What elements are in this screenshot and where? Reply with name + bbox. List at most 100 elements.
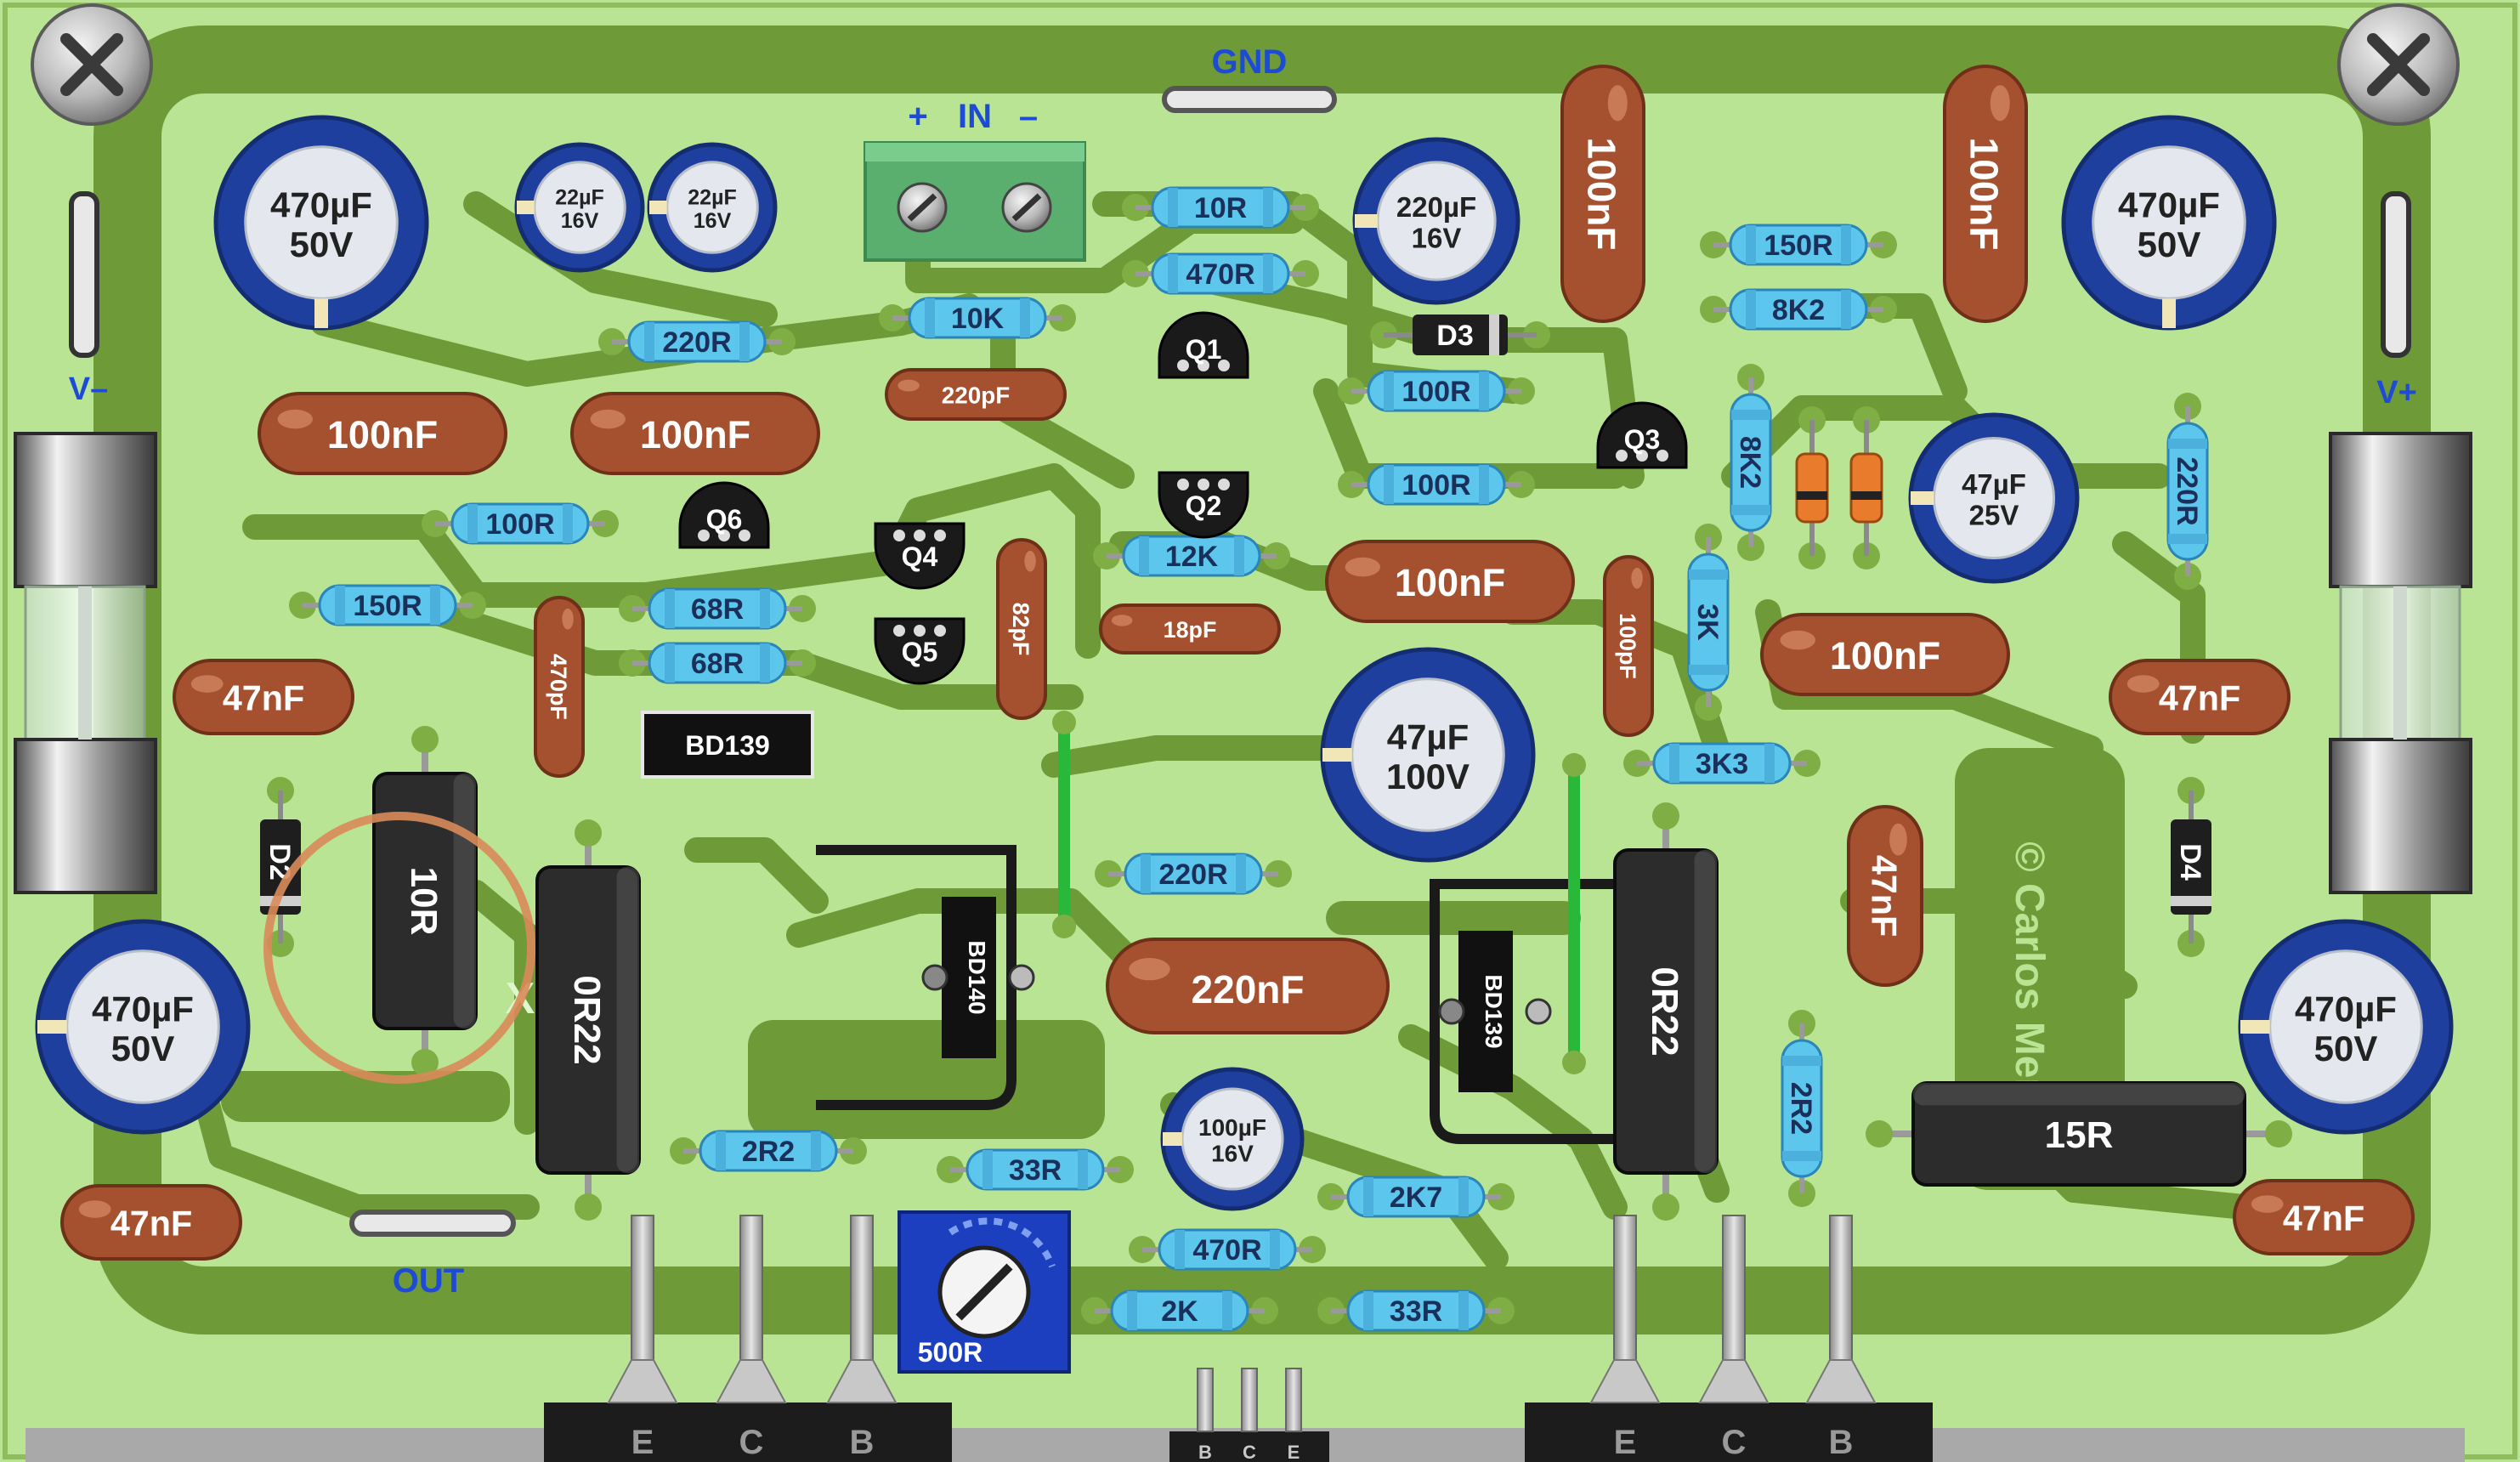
resistor-label: 100R	[1402, 376, 1470, 408]
diode: D4	[2171, 777, 2211, 957]
jumper-wire	[1052, 711, 1076, 938]
capacitor-voltage: 16V	[561, 209, 599, 233]
ceramic-capacitor: 47nF	[2233, 1179, 2415, 1255]
resistor-label: 100R	[485, 508, 554, 541]
resistor-label: 3K	[1691, 604, 1724, 641]
resistor-label: 470R	[1186, 258, 1254, 291]
power-resistor-label: 0R22	[566, 975, 608, 1064]
vplus-pad: V+	[2376, 191, 2417, 411]
ceramic-capacitor: 100nF	[1325, 540, 1575, 623]
transistor-label: Q4	[902, 541, 938, 572]
resistor-label: 10R	[1194, 192, 1247, 224]
diode: D3	[1370, 314, 1550, 355]
resistor: 12K	[1093, 535, 1290, 577]
capacitor-value: 470µF	[92, 989, 194, 1029]
pin-label: E	[1614, 1424, 1637, 1461]
pin-label: E	[1288, 1442, 1300, 1462]
capacitor-label: 47nF	[110, 1204, 192, 1243]
ceramic-capacitor: 470pF	[534, 596, 585, 778]
zener-diode	[1849, 406, 1883, 570]
resistor-label: 33R	[1390, 1295, 1442, 1328]
resistor: 2K	[1081, 1289, 1278, 1332]
diode-label: D3	[1436, 320, 1473, 352]
ceramic-capacitor: 100pF	[1603, 555, 1654, 737]
fuse-right	[2329, 432, 2472, 894]
resistor-label: 2R2	[742, 1136, 795, 1168]
zener-diode	[1795, 406, 1829, 570]
transistor: Q5	[874, 617, 966, 685]
power-resistor: 0R22	[1613, 802, 1719, 1221]
resistor: 10K	[879, 297, 1076, 339]
gnd-label: GND	[1212, 43, 1288, 81]
transistor: Q3	[1596, 401, 1688, 469]
capacitor-value: 470µF	[270, 185, 372, 225]
capacitor-label: 47nF	[2159, 678, 2240, 717]
ceramic-capacitor: 47nF	[173, 659, 354, 735]
resistor: 220R	[1095, 853, 1292, 895]
resistor-label: 2K7	[1390, 1182, 1442, 1214]
input-terminal-block[interactable]: + IN –	[864, 98, 1086, 262]
resistor: 3K3	[1623, 742, 1821, 785]
coil-ring	[263, 812, 535, 1084]
pin-label: E	[631, 1424, 654, 1461]
mounting-screw	[2337, 3, 2460, 126]
mounting-screw	[31, 3, 153, 126]
capacitor-voltage: 16V	[694, 209, 732, 233]
resistor-label: 2R2	[1785, 1082, 1817, 1135]
transistor: Q4	[874, 522, 966, 590]
resistor: 3K	[1687, 524, 1730, 721]
resistor-label: 220R	[662, 326, 731, 359]
diode: D2	[260, 777, 301, 957]
in-plus-label: +	[908, 98, 927, 135]
transistor-label: Q2	[1186, 490, 1222, 521]
driver-label: BD140	[964, 940, 990, 1014]
power-resistor-label: 15R	[2045, 1114, 2114, 1156]
resistor-label: 12K	[1165, 541, 1219, 573]
power-resistor: 10R	[372, 726, 478, 1076]
resistor: 8K2	[1700, 288, 1897, 331]
capacitor-voltage: 100V	[1386, 756, 1470, 796]
capacitor-label: 100nF	[1580, 138, 1624, 251]
capacitor-voltage: 25V	[1969, 499, 2019, 530]
power-resistor-label: 0R22	[1644, 966, 1685, 1056]
capacitor-label: 100nF	[640, 413, 750, 456]
resistor: 33R	[1317, 1289, 1515, 1332]
ceramic-capacitor: 47nF	[2109, 659, 2291, 735]
ceramic-capacitor: 100nF	[1760, 613, 2010, 696]
driver-bd139: BD139	[1430, 879, 1622, 1144]
resistor: 2K7	[1317, 1176, 1515, 1218]
resistor: 10R	[1122, 186, 1319, 229]
power-resistor: 15R	[1866, 1081, 2292, 1187]
capacitor-label: 47nF	[1865, 855, 1904, 937]
capacitor-value: 47µF	[1387, 717, 1470, 757]
capacitor-label: 470pF	[546, 654, 571, 720]
capacitor-voltage: 16V	[1412, 222, 1462, 253]
resistor: 100R	[1338, 370, 1535, 412]
gnd-pad: GND	[1162, 43, 1337, 113]
capacitor-value: 47µF	[1962, 468, 2026, 500]
capacitor-value: 22µF	[555, 185, 603, 209]
in-minus-label: –	[1019, 98, 1038, 135]
transistor-label: Q5	[902, 637, 938, 667]
resistor: 470R	[1129, 1228, 1326, 1271]
trimmer-500r: 500R	[898, 1210, 1071, 1374]
pin-label: B	[1198, 1442, 1212, 1462]
resistor: 33R	[937, 1148, 1134, 1191]
driver-label: BD139	[685, 730, 770, 761]
transistor: Q1	[1158, 311, 1249, 379]
pin-label: C	[1722, 1424, 1747, 1461]
out-pad: OUT	[349, 1210, 516, 1300]
resistor: 220R	[2166, 393, 2209, 590]
transistor: Q2	[1158, 471, 1249, 539]
diode-label: D4	[2174, 843, 2206, 881]
